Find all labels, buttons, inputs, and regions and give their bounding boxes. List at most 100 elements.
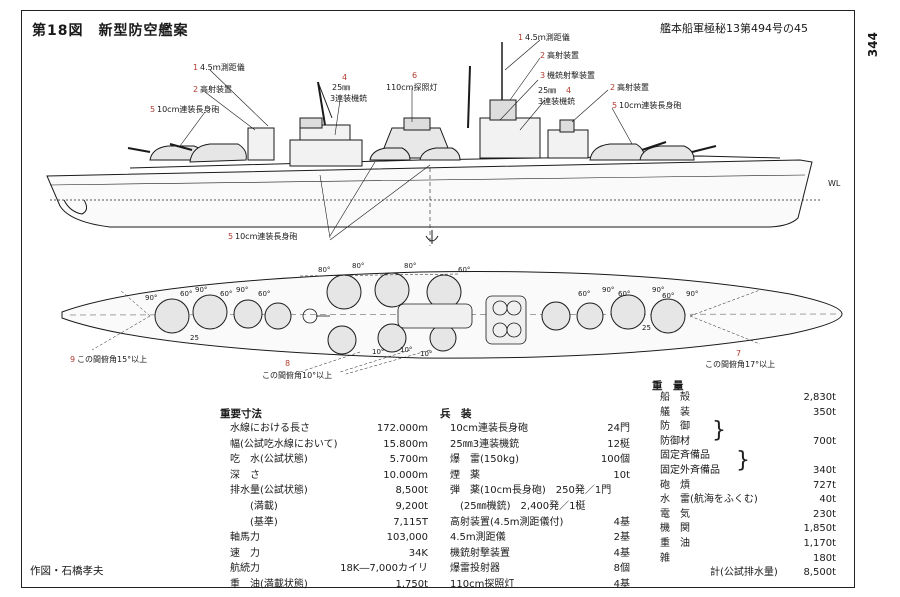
row-value: 7,115T xyxy=(393,516,428,528)
label-num: 2 xyxy=(193,85,198,94)
row-label: 防 御 xyxy=(660,421,690,433)
label-num: 2 xyxy=(610,83,615,92)
label-num: 4 xyxy=(566,86,571,95)
row-label: 爆雷投射器 xyxy=(450,563,500,575)
row-label: 110cm探照灯 xyxy=(450,578,515,590)
row-label: 4.5m測距儀 xyxy=(450,532,506,544)
row-value: 8,500t xyxy=(803,567,836,579)
label-num: 5 xyxy=(228,232,233,241)
row-label: 速 力 xyxy=(230,547,260,559)
row-value: 8個 xyxy=(613,563,630,575)
drawing-credit: 作図・石橋孝夫 xyxy=(30,565,104,577)
row-label: 船 殻 xyxy=(660,392,690,403)
plan-turrets xyxy=(154,272,686,355)
row-label: 吃 水(公試状態) xyxy=(230,454,308,466)
angle-label: 60° xyxy=(220,290,232,298)
table-row: 固定斉備品 xyxy=(660,449,836,464)
profile-label-triple-mg-fore: 3連装機銃 xyxy=(330,93,367,103)
row-label: 高射装置(4.5m測距儀付) xyxy=(450,516,564,528)
table-row: 110cm探照灯 4基 xyxy=(450,577,630,593)
row-value: 40t xyxy=(819,494,836,506)
row-value: 18K―7,000カイリ xyxy=(340,563,428,575)
row-value: 727t xyxy=(812,479,836,491)
row-value: 4基 xyxy=(613,547,630,559)
row-value: 1,750t xyxy=(395,578,428,590)
bracket-defense: } xyxy=(712,418,726,443)
row-value: 9,200t xyxy=(395,500,428,512)
table-row: 排水量(公試状態)8,500t xyxy=(230,483,428,499)
profile-label-director-fore: 高射装置 xyxy=(200,84,232,94)
row-value: 5.700m xyxy=(389,454,428,466)
row-value: 180t xyxy=(812,552,836,564)
angle-label: 60° xyxy=(180,290,192,298)
label-num: 4 xyxy=(342,73,347,82)
table-row: 計(公試排水量)8,500t xyxy=(660,566,836,581)
table-row: 吃 水(公試状態) 5.700m xyxy=(230,452,428,468)
table-row: (満載)9,200t xyxy=(230,499,428,515)
angle-label: 90° xyxy=(145,294,157,302)
plan-view xyxy=(61,270,843,375)
row-label: 水 雷(航海をふくむ) xyxy=(660,494,758,506)
row-label: 幅(公試吃水線において) xyxy=(230,438,338,450)
note-num: 7 xyxy=(736,349,741,358)
angle-label: 25 xyxy=(190,334,199,342)
profile-label-director-aft2: 高射装置 xyxy=(617,82,649,92)
row-label: 爆 雷(150kg) xyxy=(450,454,520,466)
profile-label-group: 1 4.5ｍ測距儀 2 高射装置 5 10cm連装長身砲 4 25㎜ 3連装機銃… xyxy=(150,32,841,241)
table-row: 幅(公試吃水線において)15.800m xyxy=(230,437,428,453)
row-label: 機銃射撃装置 xyxy=(450,547,510,559)
label-num: 6 xyxy=(412,71,417,80)
row-value: 4基 xyxy=(613,578,630,590)
angle-label: 80° xyxy=(404,262,416,270)
row-label: 10cm連装長身砲 xyxy=(450,423,528,434)
row-label: (基準) xyxy=(230,516,278,528)
row-value: 24門 xyxy=(607,423,630,434)
note-depression-17: この間俯角17°以上 xyxy=(705,359,775,369)
angle-label: 60° xyxy=(458,266,470,274)
angle-label: 80° xyxy=(318,266,330,274)
row-label: 深 さ xyxy=(230,469,260,481)
angle-label: 10° xyxy=(400,346,412,354)
label-num: 2 xyxy=(540,51,545,60)
note-depression-15: この間俯角15°以上 xyxy=(77,354,147,364)
document-reference: 艦本船軍極秘13第494号の45 xyxy=(660,22,808,35)
figure-title: 第18図 新型防空艦案 xyxy=(32,23,189,39)
row-label: 25㎜3連装機銃 xyxy=(450,438,520,450)
table-row: 水 雷(航海をふくむ) 40t xyxy=(660,493,836,508)
table-row: 高射装置(4.5m測距儀付) 4基 xyxy=(450,515,630,531)
armament-heading: 兵 装 xyxy=(440,408,472,420)
main-mast xyxy=(467,65,471,129)
row-label: 雑 xyxy=(660,552,670,564)
row-label: 軸馬力 xyxy=(230,532,260,544)
row-label: 重 油 xyxy=(660,537,690,549)
row-label: 航続力 xyxy=(230,563,260,575)
angle-label: 90° xyxy=(686,290,698,298)
row-label: 排水量(公試状態) xyxy=(230,485,308,497)
profile-label-mg-director: 機銃射撃装置 xyxy=(547,70,595,80)
row-label: 固定斉備品 xyxy=(660,450,710,462)
angle-label: 90° xyxy=(236,286,248,294)
row-label: 固定外斉備品 xyxy=(660,464,720,476)
profile-label-searchlight: 110cm探照灯 xyxy=(386,82,437,92)
note-num: 9 xyxy=(70,355,75,364)
row-label: 弾 薬(10cm長身砲) 250発／1門 xyxy=(450,485,612,497)
angle-label: 60° xyxy=(662,292,674,300)
table-row: 航続力 18K―7,000カイリ xyxy=(230,561,428,577)
table-row: 防 御 xyxy=(660,420,836,435)
row-value: 4基 xyxy=(613,516,630,528)
